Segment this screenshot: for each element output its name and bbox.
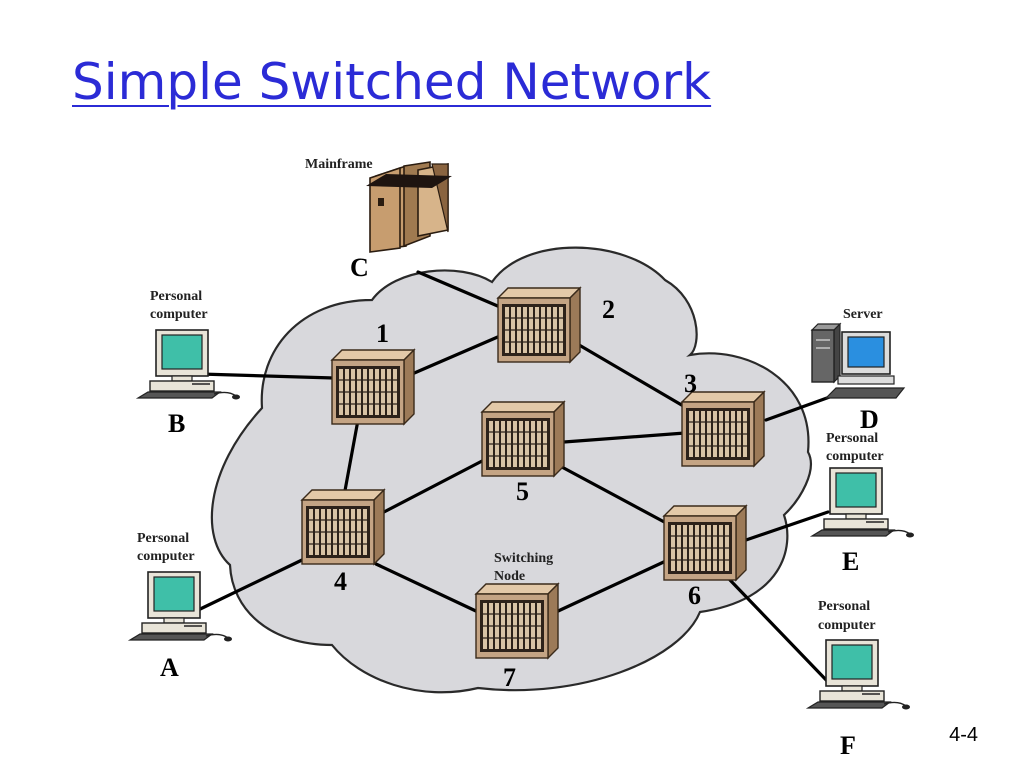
personal-computer-icon [811,467,915,539]
switching-node-7: 7 [475,583,559,692]
switch-label-7: 7 [503,663,516,692]
personal-computer-icon [129,571,233,643]
personal-computer-icon [137,329,241,401]
switch-label-3: 3 [684,369,697,398]
station-f-caption-line2: computer [818,618,876,633]
switching-node-4: 4 [301,489,385,596]
links [192,270,840,686]
mainframe-icon [366,161,452,253]
station-e-caption-line1: Personal [826,431,878,446]
station-label-d: D [860,405,879,434]
switch-label-5: 5 [516,477,529,506]
station-d-caption: Server [843,307,883,322]
station-label-a: A [160,653,179,682]
station-e-caption-line2: computer [826,449,884,464]
switch-label-6: 6 [688,581,701,610]
switching-node-3: 3 [681,369,765,467]
station-b: Personal computer B [137,289,241,438]
station-a-caption-line1: Personal [137,531,189,546]
station-b-caption-line1: Personal [150,289,202,304]
switching-node-caption-line2: Node [494,569,525,584]
switching-node-caption-line1: Switching [494,551,553,566]
switching-node-1: 1 [331,319,415,425]
station-label-f: F [840,731,856,760]
station-a-caption-line2: computer [137,549,195,564]
station-label-e: E [842,547,859,576]
mainframe-caption: Mainframe [305,157,373,172]
switching-node-5: 5 [481,401,565,506]
page-number: 4-4 [949,724,978,746]
station-f-caption-line1: Personal [818,599,870,614]
switching-node-6: 6 [663,505,747,610]
server-icon [810,322,906,399]
switch-label-4: 4 [334,567,347,596]
station-d: Server D [810,307,906,434]
station-e: Personal computer E [811,431,915,576]
station-label-c: C [350,253,369,282]
switching-node-2: 2 [497,287,615,363]
slide-title: Simple Switched Network [72,53,712,111]
station-label-b: B [168,409,185,438]
station-a: Personal computer A [129,531,233,682]
station-b-caption-line2: computer [150,307,208,322]
station-f: Personal computer F [807,599,911,760]
switch-label-2: 2 [602,295,615,324]
switch-label-1: 1 [376,319,389,348]
